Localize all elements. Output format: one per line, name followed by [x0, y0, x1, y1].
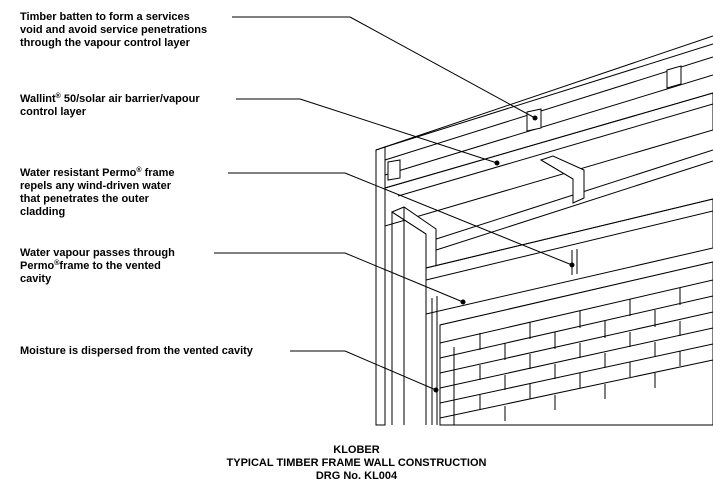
- leader-vapour-dot: [460, 299, 466, 305]
- leader-moisture-2: [344, 350, 437, 391]
- leader-wallint-2: [299, 98, 498, 164]
- label-permo-line-4: cladding: [20, 206, 66, 218]
- leader-batten-dot: [532, 115, 538, 121]
- label-permo-brand: Water resistant Permo: [20, 167, 137, 179]
- leader-batten-2: [349, 16, 536, 119]
- label-permo-registered-mark: ®: [136, 167, 142, 174]
- label-vapour-line-1: Water vapour passes through: [20, 247, 175, 259]
- label-permo-line-2: repels any wind-driven water: [20, 180, 171, 192]
- label-permo-water-resistant: Water resistant Permo® frame repels any …: [20, 167, 175, 219]
- label-water-vapour: Water vapour passes through Permo®frame …: [20, 247, 175, 286]
- leader-lines: [214, 16, 575, 393]
- label-timber-batten-line-3: through the vapour control layer: [20, 37, 190, 49]
- label-wallint-brand: Wallint: [20, 93, 56, 105]
- label-wallint-registered-mark: ®: [55, 93, 61, 100]
- label-permo-line-3: that penetrates the outer: [20, 193, 149, 205]
- label-wallint: Wallint® 50/solar air barrier/vapour con…: [20, 93, 200, 119]
- label-permo-line-1: Water resistant Permo® frame: [20, 167, 175, 180]
- label-vapour-line-2: Permo®frame to the vented: [20, 260, 175, 273]
- drawing-number: DRG No. KL004: [315, 470, 398, 482]
- label-moisture-line-1: Moisture is dispersed from the vented ca…: [20, 345, 253, 357]
- sheathing-board: [375, 35, 713, 426]
- brick-cladding: [439, 261, 713, 426]
- label-timber-batten: Timber batten to form a services void an…: [20, 11, 207, 50]
- leader-moisture-dot: [433, 387, 439, 393]
- permo-frame-membrane: [425, 198, 713, 425]
- label-vapour-registered-mark: ®: [54, 260, 60, 267]
- label-vapour-brand: Permo: [20, 260, 55, 272]
- label-vapour-frame: frame to the vented: [59, 260, 161, 272]
- leader-permo-2: [344, 172, 573, 266]
- leader-permo-dot: [569, 262, 575, 268]
- label-vapour-line-3: cavity: [20, 273, 52, 285]
- drawing-title: TYPICAL TIMBER FRAME WALL CONSTRUCTION: [226, 457, 487, 469]
- title-block: KLOBER TYPICAL TIMBER FRAME WALL CONSTRU…: [0, 444, 713, 483]
- label-moisture: Moisture is dispersed from the vented ca…: [20, 345, 253, 358]
- label-permo-frame: frame: [141, 167, 175, 179]
- label-timber-batten-line-1: Timber batten to form a services: [20, 11, 190, 23]
- leader-wallint-dot: [494, 160, 500, 166]
- timber-battens: [387, 65, 682, 425]
- label-wallint-desc: 50/solar air barrier/vapour: [60, 93, 200, 105]
- leader-vapour-2: [344, 252, 464, 303]
- label-wallint-line-1: Wallint® 50/solar air barrier/vapour: [20, 93, 200, 106]
- company-name: KLOBER: [333, 444, 380, 456]
- label-wallint-line-2: control layer: [20, 106, 87, 118]
- label-timber-batten-line-2: void and avoid service penetrations: [20, 24, 208, 36]
